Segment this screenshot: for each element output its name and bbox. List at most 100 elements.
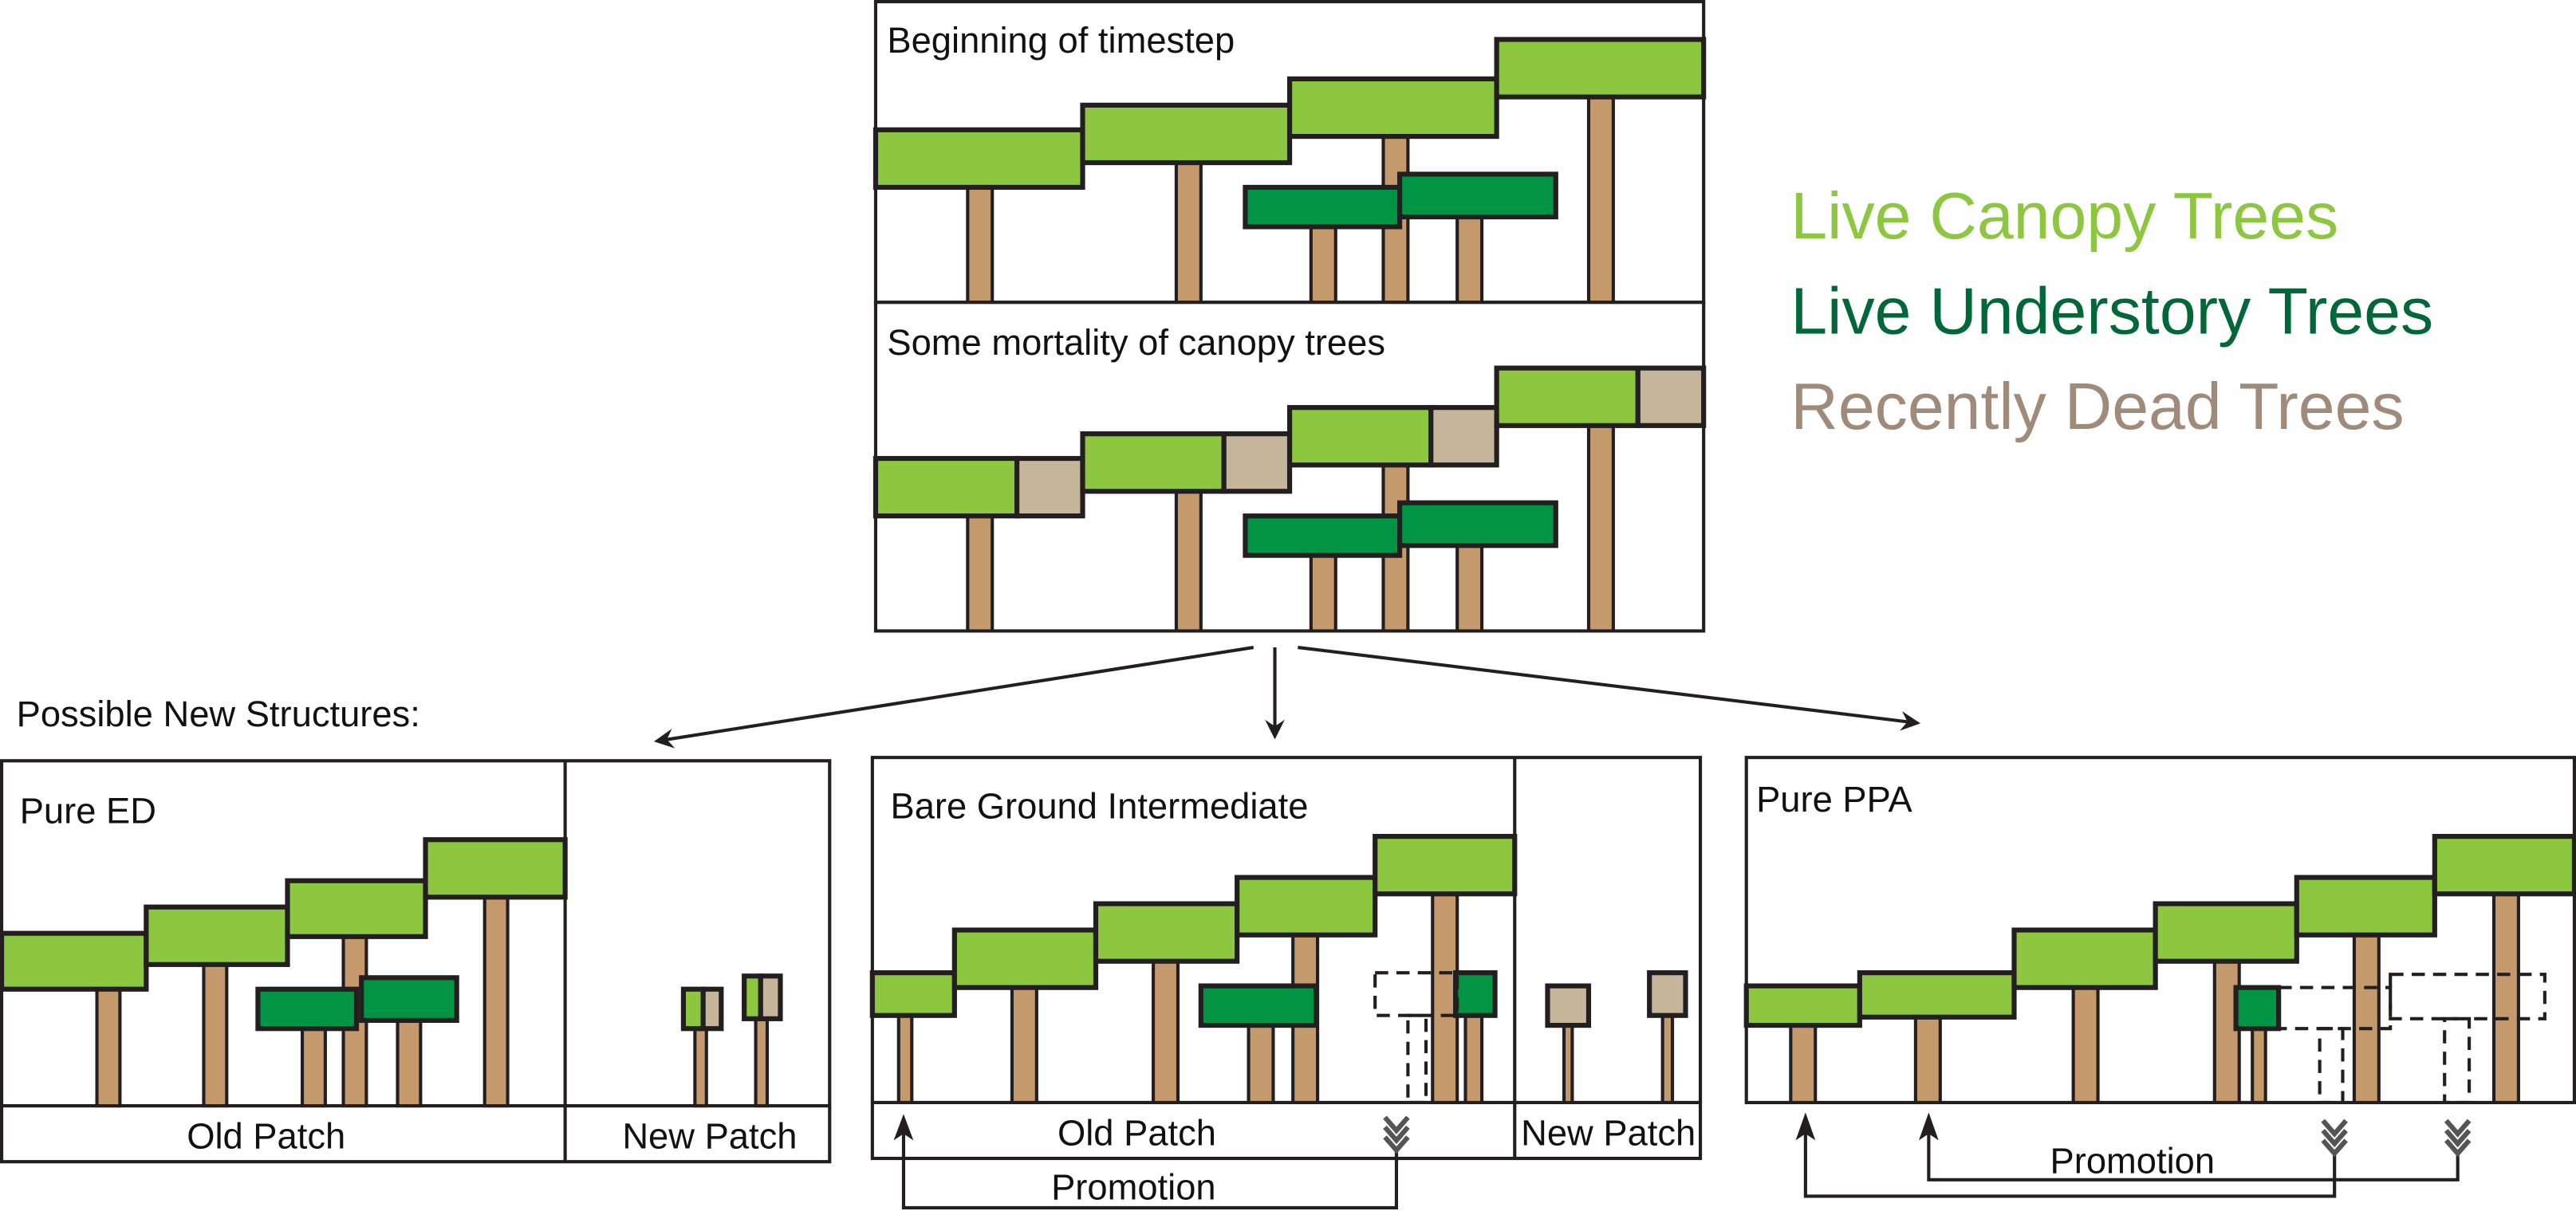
dead-crown-portion [1428,405,1499,468]
fletching-icon [2444,1119,2472,1158]
canopy-tree-crown [1743,983,1862,1028]
promotion-arrow-up-icon [893,1114,914,1141]
panel-title: Beginning of timestep [887,20,1235,61]
promotion-arrow-up-icon [1795,1112,1816,1141]
arrow-to-pure-ppa [1298,646,1921,731]
canopy-tree-crown [423,837,568,900]
promotion-connector [1927,1126,2460,1182]
trunk [1174,157,1203,305]
dead-crown-portion [1635,365,1707,428]
trunk [2352,933,2381,1105]
trunk [1463,1012,1484,1105]
new-patch-label: New Patch [622,1116,797,1157]
dead-seedling-crown [1545,983,1592,1028]
trunk [1586,93,1615,305]
trunk [966,513,995,633]
scenario-title: Pure PPA [1756,779,1912,820]
trunk [95,985,122,1108]
promotion-label: Promotion [1051,1167,1216,1208]
dead-seedling-crown [1647,970,1688,1018]
scenario-pure-ed: Pure ED Old Patch New Patch [0,759,832,1164]
canopy-tree-crown [2432,833,2576,897]
legend-live-canopy: Live Canopy Trees [1790,179,2338,253]
trunk [396,1016,423,1108]
promoted-tree-ghost-trunk [2443,1016,2472,1105]
panel-beginning-of-timestep: Beginning of timestep [872,0,1707,305]
promotion-connector [901,1125,1399,1209]
canopy-tree-crown [951,927,1099,990]
understory-tree-crown [1396,500,1558,548]
legend: Live Canopy Trees Live Understory Trees … [1790,179,2433,443]
canopy-tree-crown [1080,431,1227,494]
arrow-to-pure-ed [653,646,1255,749]
understory-tree-crown [2233,985,2282,1032]
understory-tree-crown [1243,513,1403,558]
trunk [966,183,995,305]
canopy-tree-crown [1093,901,1240,964]
legend-recently-dead: Recently Dead Trees [1790,370,2404,443]
trunk [1152,957,1180,1105]
canopy-tree-crown [285,878,428,939]
trunk [483,894,510,1108]
trunk [2251,1027,2267,1105]
understory-tree-crown [1453,970,1498,1018]
seedling-crown-dead [758,973,783,1021]
canopy-tree-crown [2011,927,2158,990]
branch-arrows [653,646,1921,749]
trunk [1309,552,1337,633]
promoted-tree-ghost-crown [2389,973,2546,1020]
panel-title: Some mortality of canopy trees [887,322,1385,363]
canopy-tree-crown [1857,970,2017,1020]
seedling-crown-live [680,986,706,1032]
canopy-tree-crown [869,970,957,1018]
canopy-tree-crown [1235,875,1378,938]
scenario-bare-ground-intermediate: Bare Ground Intermediate Old Patch New P… [869,756,1703,1209]
canopy-tree-crown [1286,405,1434,468]
trunk [1247,1020,1275,1105]
panel-some-mortality: Some mortality of canopy trees [872,301,1707,633]
canopy-tree-crown [1286,76,1499,140]
understory-tree-crown [1396,171,1558,220]
canopy-tree-crown [144,904,290,967]
old-patch-label: Old Patch [187,1116,345,1157]
canopy-tree-crown [1494,365,1641,428]
seedling-trunk [1660,1013,1675,1105]
canopy-tree-crown [872,127,1085,191]
new-patch-label: New Patch [1521,1113,1696,1154]
old-patch-label: Old Patch [1058,1113,1216,1154]
scenario-title: Bare Ground Intermediate [890,785,1308,826]
trunk [300,1025,327,1108]
fletching-icon [2321,1119,2348,1158]
section-title: Possible New Structures: [17,694,420,734]
trunk [1309,223,1337,305]
trunk [1913,1013,1942,1105]
seedling-crown-dead [700,986,724,1032]
understory-tree-crown [255,986,360,1032]
canopy-tree-crown [0,930,149,992]
trunk [2071,984,2100,1105]
promoted-tree-ghost-trunk [1406,1013,1428,1105]
canopy-tree-crown [1494,37,1707,100]
canopy-tree-crown [872,455,1020,519]
seedling-trunk [693,1027,708,1108]
canopy-tree-crown [1080,102,1293,166]
understory-tree-crown [359,975,459,1024]
seedling-trunk [1562,1024,1574,1105]
trunk [1174,486,1203,633]
promoted-tree-ghost-trunk [2318,1027,2345,1105]
dead-crown-portion [1014,455,1085,519]
fletching-icon [1383,1115,1410,1154]
scenario-pure-ppa: Pure PPA Promotion [1743,756,2576,1198]
dead-crown-portion [1221,431,1293,494]
promotion-label: Promotion [2050,1141,2216,1182]
seedling-trunk [754,1016,770,1108]
trunk [1455,544,1484,633]
understory-tree-crown [1198,983,1319,1028]
trunk [1010,984,1038,1105]
trunk [2491,892,2520,1105]
understory-tree-crown [1243,184,1403,230]
legend-live-understory: Live Understory Trees [1790,274,2433,348]
tree-group [872,365,1707,633]
scenario-title: Pure ED [20,791,156,832]
